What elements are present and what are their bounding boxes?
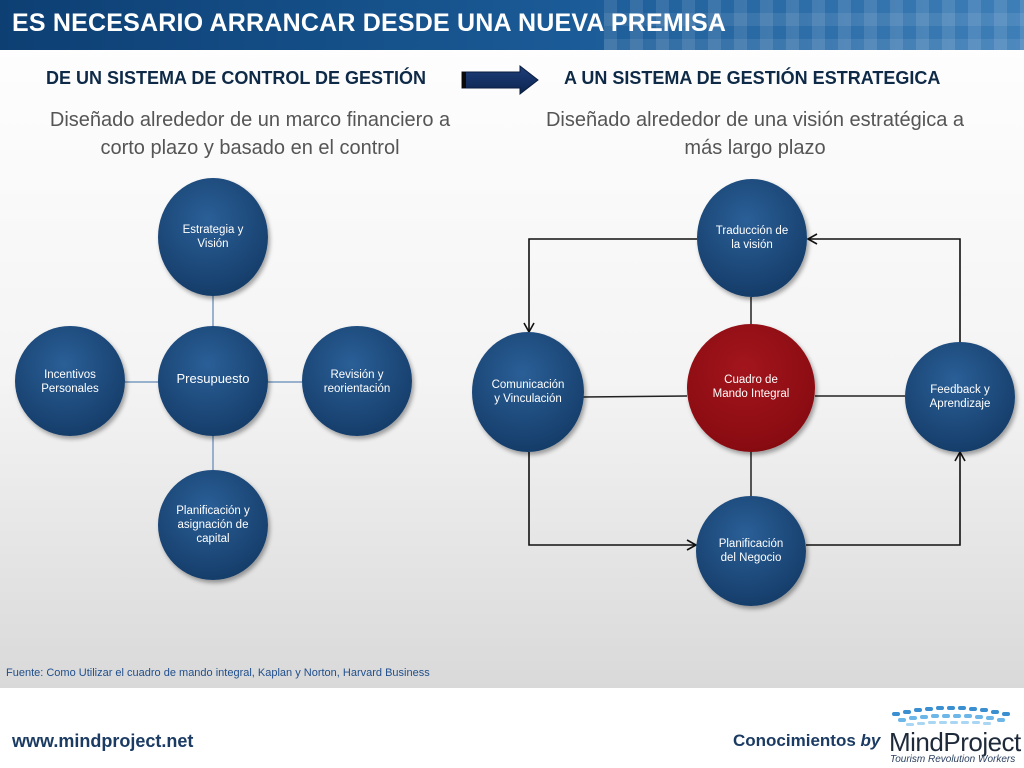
right-subtitle-line2: más largo plazo <box>684 137 826 159</box>
title-bar: ES NECESARIO ARRANCAR DESDE UNA NUEVA PR… <box>0 0 1024 50</box>
right-subtitle: Diseñado alrededor de una visión estraté… <box>528 106 982 162</box>
left-subtitle-line2: corto plazo y basado en el control <box>100 137 400 159</box>
footer-byline-by: by <box>860 731 881 750</box>
left-node-capital-line1: Planificación y <box>176 505 250 517</box>
left-node-strategy-line2: Visión <box>197 238 229 250</box>
source-citation: Fuente: Como Utilizar el cuadro de mando… <box>6 667 430 679</box>
right-node-communication-line1: Comunicación <box>491 379 565 391</box>
left-node-capital-line3: capital <box>196 533 230 545</box>
footer-byline-text: Conocimientos <box>733 731 856 750</box>
right-node-communication: Comunicación y Vinculación <box>472 332 584 452</box>
right-node-business-planning: Planificación del Negocio <box>696 496 806 606</box>
right-node-vision-translation: Traducción de la visión <box>697 179 807 297</box>
right-subtitle-line1: Diseñado alrededor de una visión estraté… <box>545 109 965 131</box>
logo-tagline: Tourism Revolution Workers <box>890 754 1016 765</box>
left-subtitle: Diseñado alrededor de un marco financier… <box>20 106 480 162</box>
left-node-review-line2: reorientación <box>323 383 391 395</box>
left-node-budget: Presupuesto <box>158 326 268 436</box>
logo-wordmark: MindProject <box>889 727 1021 757</box>
left-heading: DE UN SISTEMA DE CONTROL DE GESTIÓN <box>46 68 427 88</box>
left-node-review: Revisión y reorientación <box>302 326 412 436</box>
right-node-scorecard-line2: Mando Integral <box>712 388 790 400</box>
right-node-balanced-scorecard: Cuadro de Mando Integral <box>687 324 815 452</box>
right-node-business-line1: Planificación <box>718 538 784 550</box>
left-node-incentives-line1: Incentivos <box>44 369 96 381</box>
right-node-communication-line2: y Vinculación <box>494 393 562 405</box>
right-node-vision-line2: la visión <box>731 239 773 251</box>
right-node-feedback-line1: Feedback y <box>930 384 990 396</box>
right-node-feedback: Feedback y Aprendizaje <box>905 342 1015 452</box>
right-node-business-line2: del Negocio <box>720 552 782 564</box>
left-node-incentives-line2: Personales <box>41 383 99 395</box>
right-node-vision-line1: Traducción de <box>715 225 789 237</box>
left-subtitle-line1: Diseñado alrededor de un marco financier… <box>49 109 451 131</box>
left-node-strategy-vision: Estrategia y Visión <box>158 178 268 296</box>
left-node-review-line1: Revisión y <box>330 369 384 381</box>
page-title: ES NECESARIO ARRANCAR DESDE UNA NUEVA PR… <box>12 9 727 37</box>
footer-byline: Conocimientos by <box>733 731 880 751</box>
left-node-capital-line2: asignación de <box>177 519 249 531</box>
footer-website-link[interactable]: www.mindproject.net <box>12 731 194 751</box>
mindproject-logo-icon <box>892 706 1010 726</box>
right-heading: A UN SISTEMA DE GESTIÓN ESTRATEGICA <box>564 68 941 88</box>
left-node-capital-planning: Planificación y asignación de capital <box>158 470 268 580</box>
right-node-scorecard-line1: Cuadro de <box>724 374 778 386</box>
left-node-budget-label: Presupuesto <box>176 371 250 386</box>
left-node-strategy-line1: Estrategia y <box>182 224 244 236</box>
right-node-feedback-line2: Aprendizaje <box>929 398 991 410</box>
title-bar-mosaic <box>604 0 1024 50</box>
